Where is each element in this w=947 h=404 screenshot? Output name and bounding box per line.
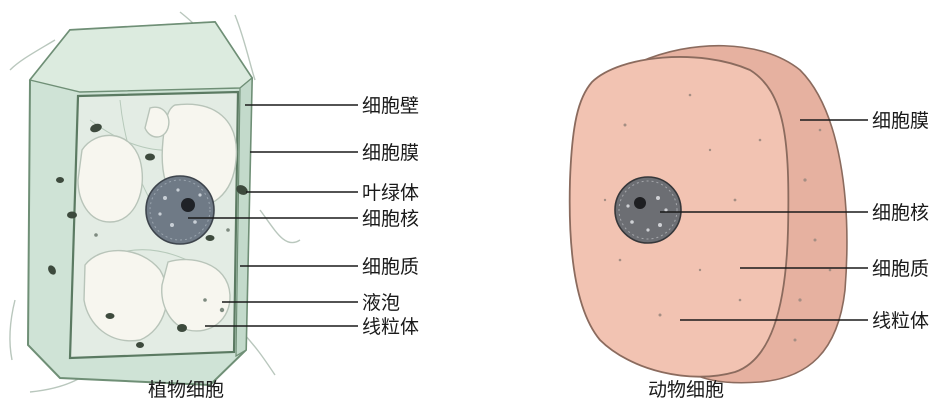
label-animal-nucleus: 细胞核 xyxy=(872,202,929,224)
label-animal-mitochondria: 线粒体 xyxy=(872,310,929,332)
animal-cell-caption: 动物细胞 xyxy=(648,379,724,401)
chloroplast xyxy=(56,177,64,183)
chloroplast xyxy=(67,212,77,219)
label-mitochondria: 线粒体 xyxy=(362,316,419,338)
label-animal-cell-membrane: 细胞膜 xyxy=(872,110,929,132)
animal-nucleus xyxy=(615,177,681,243)
plant-nucleus xyxy=(146,176,214,244)
cell-wall-top-face xyxy=(30,22,252,92)
chloroplast xyxy=(145,154,155,161)
chloroplast xyxy=(136,342,144,348)
plant-cell-caption: 植物细胞 xyxy=(148,379,224,401)
plant-cell: 细胞壁 细胞膜 叶绿体 细胞核 细胞质 液泡 线粒体 植物细胞 xyxy=(10,12,419,401)
label-chloroplast: 叶绿体 xyxy=(362,182,419,204)
vacuole-center-small xyxy=(145,107,169,137)
label-nucleus: 细胞核 xyxy=(362,208,419,230)
label-animal-cytoplasm: 细胞质 xyxy=(872,258,929,280)
label-vacuole: 液泡 xyxy=(362,292,400,314)
chloroplast xyxy=(206,235,215,241)
label-cell-wall: 细胞壁 xyxy=(362,95,419,117)
animal-cell: 细胞膜 细胞核 细胞质 线粒体 动物细胞 xyxy=(570,46,929,401)
chloroplast xyxy=(106,313,115,319)
label-cell-membrane: 细胞膜 xyxy=(362,142,419,164)
vacuole-left-upper xyxy=(78,135,142,222)
label-cytoplasm: 细胞质 xyxy=(362,256,419,278)
chloroplast xyxy=(177,324,187,332)
